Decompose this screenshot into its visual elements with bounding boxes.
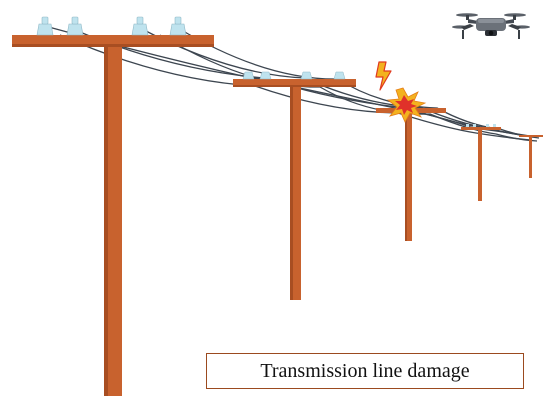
caption-label: Transmission line damage	[260, 359, 470, 382]
utility-pole-3	[376, 108, 446, 241]
pole-2-crossarm-shade	[233, 85, 356, 87]
pole-3-post	[405, 113, 412, 241]
wire-5	[59, 34, 532, 141]
utility-pole-5	[519, 135, 543, 178]
insulator-icon	[242, 71, 346, 80]
caption-box: Transmission line damage	[206, 353, 524, 389]
wire-4	[177, 27, 540, 139]
fault-spark-icon	[386, 87, 427, 123]
pole-5-crossarm	[519, 135, 543, 137]
pole-4-crossarm	[461, 127, 501, 130]
pole-1-post	[104, 47, 122, 396]
lightning-bolt-icon	[375, 61, 392, 91]
pole-3-post-shade	[405, 113, 407, 241]
pole-1-crossarm-shade	[12, 44, 214, 47]
drone-icon	[452, 13, 530, 39]
pole-4-post	[478, 130, 482, 201]
pole-5-post	[529, 137, 532, 178]
pole-2-post-shade	[290, 87, 293, 300]
insulator-icon	[36, 16, 187, 36]
utility-pole-4	[461, 124, 501, 201]
utility-pole-2	[233, 71, 356, 300]
pole-2-crossarm	[233, 79, 356, 87]
pole-2-post	[290, 87, 301, 300]
utility-pole-1	[12, 16, 214, 396]
pole-1-post-shade	[104, 47, 108, 396]
